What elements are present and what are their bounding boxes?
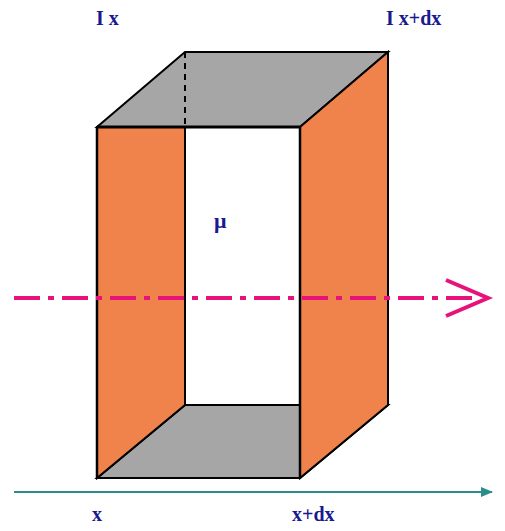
face-edge [299,127,302,478]
x-axis [14,491,492,493]
hidden-edge [184,52,186,127]
intensity-label: I x+dx [386,8,441,28]
entry-face [97,127,185,478]
beam-arrowhead [446,280,488,316]
hidden-edge [185,404,300,406]
face-edge [96,127,99,478]
intensity-label: I x [96,8,119,28]
axis-label: x [92,504,102,524]
axis-label: x+dx [292,504,335,524]
exit-face [300,52,388,478]
attenuation-symbol: μ [214,210,226,232]
beam-line [14,296,478,300]
face-edge [97,126,300,129]
